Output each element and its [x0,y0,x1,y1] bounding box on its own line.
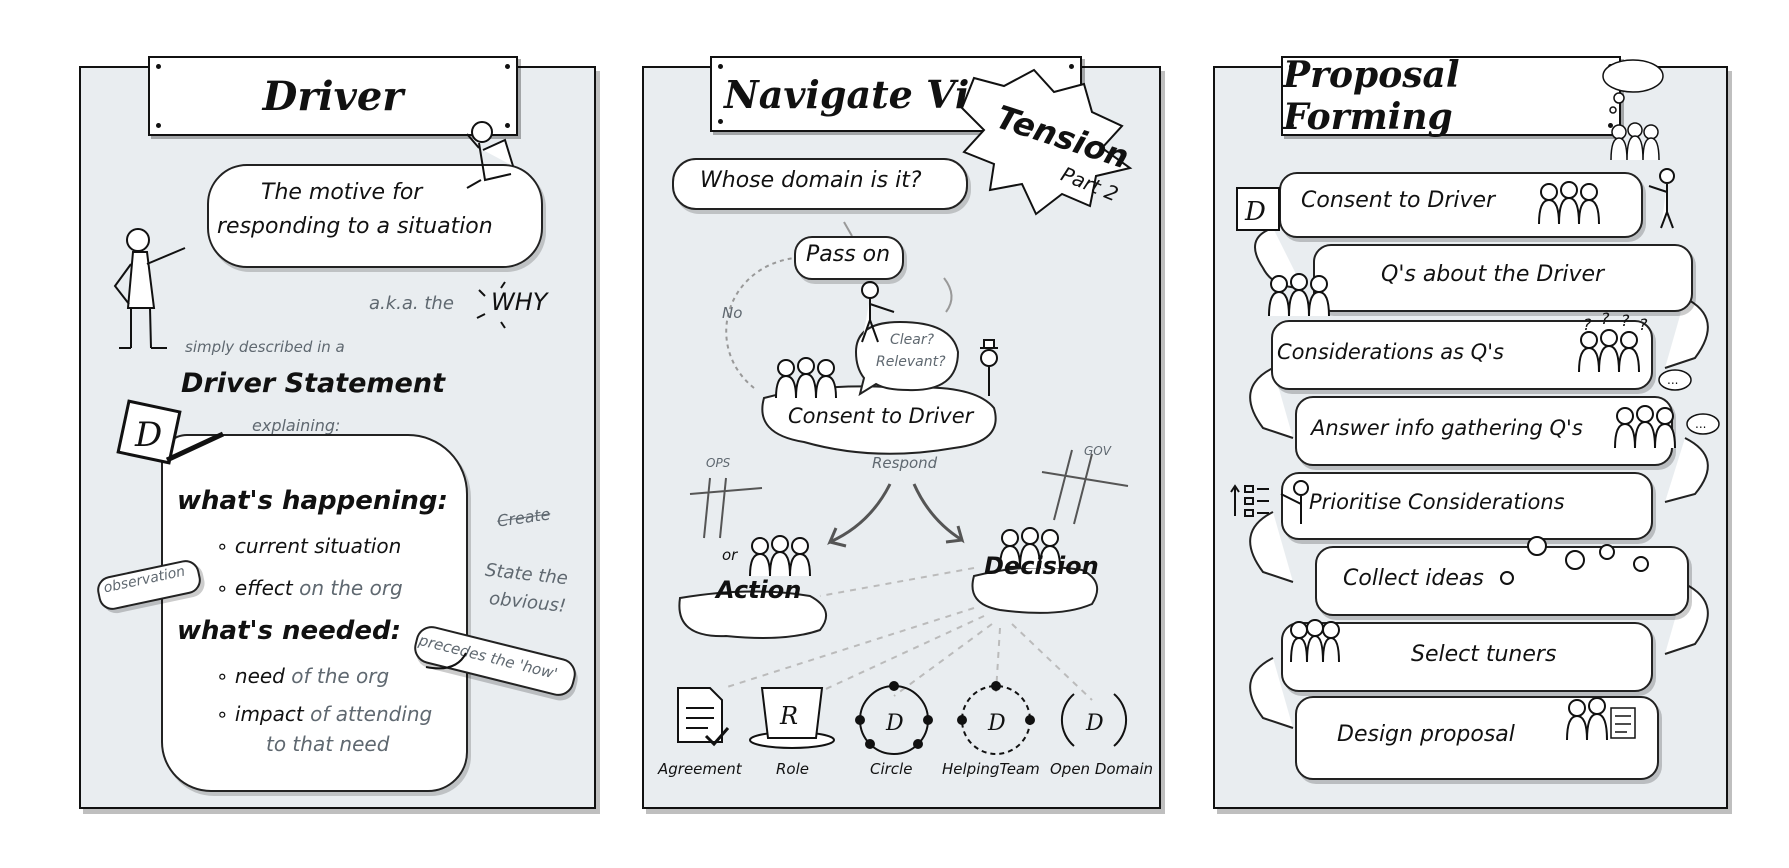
svg-text:?: ? [1639,315,1648,334]
step-7-band [1281,622,1653,692]
driver-statement-heading: Driver Statement [181,368,445,399]
svg-text:...: ... [1695,417,1706,431]
respond-arrow-left [827,483,892,548]
why-sparkle-icon [476,281,506,329]
statement-paper [161,434,468,792]
step-6-text: Collect ideas [1343,566,1484,591]
ops-label: OPS [706,456,731,470]
why-text: WHY [491,288,548,316]
proposal-title: Proposal Forming [1283,54,1460,138]
outcome-circle: Circle [870,760,913,778]
pass-on-bubble [794,236,904,280]
driver-illustrations: D [113,121,514,670]
outcome-open-domain: Open Domain [1050,760,1154,778]
driver-doc-icon: D [1236,187,1280,231]
navigate-panel: Navigate Via [642,56,1161,809]
svg-text:D: D [987,711,1006,736]
proposal-title-box: Proposal Forming [1281,54,1621,138]
action-text: Action [716,576,802,604]
svg-text:D: D [134,415,162,455]
svg-text:?: ? [1621,311,1630,330]
motive-line-2: responding to a situation [217,214,493,239]
step-2-band [1313,244,1693,312]
action-cloud [678,590,828,639]
svg-text:?: ? [1583,315,1592,334]
agreement-icon [677,687,730,747]
stick-figure-icon [113,228,186,349]
tension-burst-icon [960,68,1133,216]
impact-item: ∘ impact of attending [216,702,433,726]
or-label: or [722,546,738,564]
driver-panel: Driver The motive for responding to a si… [79,56,596,809]
gov-grid-icon [1041,449,1129,525]
open-domain-icon: D [1060,693,1128,747]
decision-text: Decision [984,552,1099,580]
circle-icon: D [855,681,933,755]
explaining-text: explaining: [252,416,341,435]
step-4-text: Answer info gathering Q's [1311,416,1583,440]
people-group-icon [1268,181,1676,741]
aka-text: a.k.a. the [369,293,454,314]
question-marks-icon: ???? [1583,309,1648,334]
clear-label: Clear? [890,332,935,348]
svg-text:D: D [885,711,904,736]
role-hat-icon: R [749,687,835,749]
whose-domain-bubble [672,158,968,210]
step-8-text: Design proposal [1337,722,1515,747]
outcome-role: Role [776,760,809,778]
title-thought-icon [1602,59,1664,161]
driver-title-box: Driver [148,56,518,136]
list-icon [1230,484,1269,517]
to-that-need: to that need [266,732,390,756]
current-situation: ∘ current situation [216,534,402,558]
proposal-icons: D ???? [1230,59,1720,741]
ops-grid-icon [689,477,763,539]
svg-text:D: D [1244,197,1266,227]
need-item: ∘ need of the org [216,664,390,688]
whose-domain-text: Whose domain is it? [700,168,922,193]
proposal-flow-ribbon [1249,227,1709,729]
relevant-label: Relevant? [876,354,946,370]
step-2-text: Q's about the Driver [1381,262,1605,287]
motive-line-1: The motive for [261,180,423,205]
step-4-band [1295,396,1673,466]
navigate-title: Navigate Via [724,71,994,117]
svg-text:?: ? [1601,309,1610,328]
consent-text: Consent to Driver [788,404,974,428]
gov-label: GOV [1084,444,1111,458]
outcome-agreement: Agreement [658,760,742,778]
step-8-band [1295,696,1659,780]
no-label: No [722,304,743,322]
needed-heading: what's needed: [177,616,402,646]
navigate-illustrations: R D D D [677,68,1133,755]
driver-title: Driver [262,72,404,120]
svg-text:R: R [779,702,798,730]
clear-relevant-bubble [854,320,960,397]
simply-text: simply described in a [185,338,345,356]
motive-bubble [207,164,543,268]
standing-figure-icon [1280,168,1675,524]
document-icon [1610,707,1636,739]
driver-document-icon: D [116,399,225,465]
happening-heading: what's happening: [177,486,448,516]
climbing-figure-icon [466,121,514,189]
step-5-text: Prioritise Considerations [1309,490,1565,514]
respond-arrow-right [912,483,965,544]
people-group-icon [749,281,1061,577]
proposal-panel: Proposal Forming Consent to Driver Q's a… [1213,54,1728,809]
outcome-helping-team: HelpingTeam [942,760,1040,778]
svg-text:D: D [1085,711,1104,736]
lightbulb-icon [1500,536,1649,585]
curve-arrow-icon [425,652,467,670]
step-1-text: Consent to Driver [1301,188,1496,213]
effect-item: ∘ effect on the org [216,576,403,600]
pass-on-text: Pass on [806,242,891,267]
chat-bubble-icon: ... ... [1658,369,1720,435]
step-7-text: Select tuners [1411,642,1557,667]
step-5-band [1281,472,1653,540]
helping-team-icon: D [957,681,1035,755]
step-3-text: Considerations as Q's [1277,340,1504,364]
svg-text:...: ... [1667,373,1678,387]
respond-label: Respond [872,454,938,472]
